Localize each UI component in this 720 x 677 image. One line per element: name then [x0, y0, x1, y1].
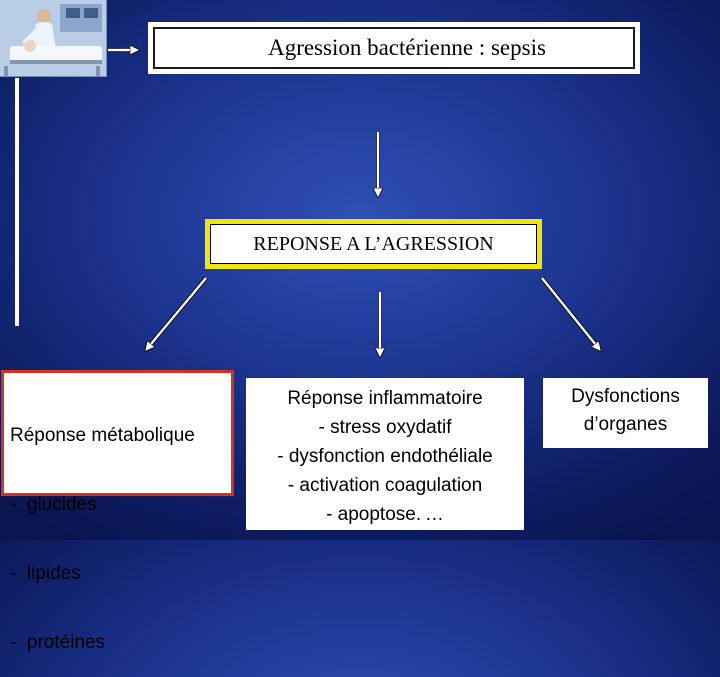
inflammatory-item-apoptose: - apoptose. … — [326, 504, 444, 525]
inflammatory-title: Réponse inflammatoire — [287, 388, 483, 409]
inflammatory-response-box: Réponse inflammatoire - stress oxydatif … — [246, 378, 524, 530]
organ-dysfunction-box: Dysfonctions d’organes — [543, 378, 708, 448]
icu-photo-illustration — [0, 0, 106, 76]
icu-photo — [0, 0, 107, 77]
middle-to-right-arrow — [540, 276, 600, 350]
metabolic-title: Réponse métabolique — [10, 425, 195, 446]
flow-arrows — [108, 0, 720, 540]
metabolic-item-lipides: - lipides — [10, 563, 81, 584]
inflammatory-item-coagulation: - activation coagulation — [287, 475, 483, 496]
middle-to-left-arrow — [146, 276, 208, 350]
sepsis-box: Agression bactérienne : sepsis — [148, 22, 640, 74]
metabolic-response-box: Réponse métabolique - glucides - lipides… — [1, 370, 234, 653]
metabolic-item-glucides: - glucides — [10, 494, 97, 515]
organ-dysfunction-line-1: Dysfonctions — [571, 386, 680, 407]
inflammatory-item-endothelial: - dysfonction endothéliale — [277, 446, 493, 467]
metabolic-item-proteines: - protéines — [10, 632, 106, 653]
inflammatory-item-stress: - stress oxydatif — [318, 417, 452, 438]
organ-dysfunction-line-2: d’organes — [583, 414, 668, 435]
aggression-response-box: REPONSE A L’AGRESSION — [205, 219, 542, 269]
